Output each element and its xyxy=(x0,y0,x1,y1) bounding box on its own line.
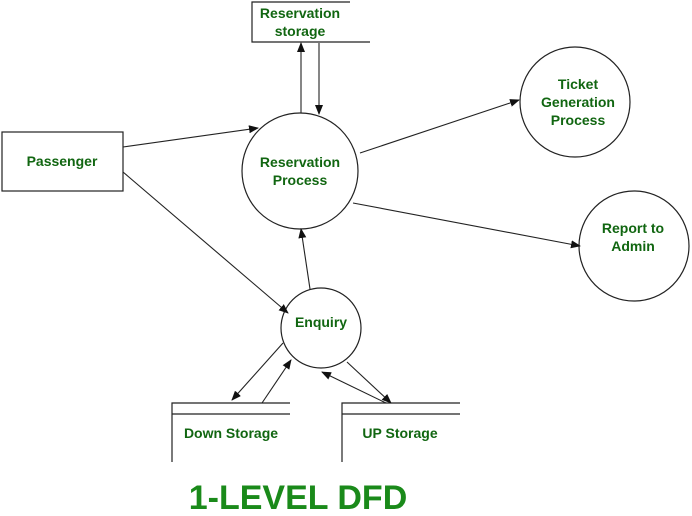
up-storage-label: UP Storage xyxy=(362,425,437,441)
enquiry-label: Enquiry xyxy=(295,314,347,330)
reservation-process-label-2: Process xyxy=(273,172,328,188)
reservation-process-label-1: Reservation xyxy=(260,154,340,170)
down-storage-label: Down Storage xyxy=(184,425,278,441)
flow-arrow xyxy=(231,342,284,401)
report-label-2: Admin xyxy=(611,238,655,254)
up-storage: UP Storage xyxy=(341,402,460,462)
ticket-label-3: Process xyxy=(551,112,606,128)
flow-arrow xyxy=(321,371,387,404)
reservation-process: Reservation Process xyxy=(241,112,359,230)
flow-arrow xyxy=(346,361,392,404)
reservation-storage-label-2: storage xyxy=(275,23,326,39)
reservation-storage: Reservation storage xyxy=(251,1,370,43)
ticket-label-1: Ticket xyxy=(558,76,599,92)
report-label-1: Report to xyxy=(602,220,664,236)
flow-arrow xyxy=(298,228,311,290)
ticket-label-2: Generation xyxy=(541,94,615,110)
report-to-admin-process: Report to Admin xyxy=(578,190,690,302)
flow-arrow xyxy=(261,359,292,404)
down-storage: Down Storage xyxy=(171,402,290,462)
data-flows xyxy=(122,42,581,404)
passenger-entity: Passenger xyxy=(1,131,124,192)
flow-arrow xyxy=(359,99,520,154)
diagram-title: 1-LEVEL DFD xyxy=(189,479,408,516)
ticket-generation-process: Ticket Generation Process xyxy=(519,46,631,158)
reservation-storage-label-1: Reservation xyxy=(260,5,340,21)
enquiry-process: Enquiry xyxy=(280,287,362,369)
passenger-label: Passenger xyxy=(27,153,98,169)
flow-arrow xyxy=(122,171,289,314)
flow-arrow xyxy=(122,125,259,148)
flow-arrow xyxy=(352,202,581,249)
